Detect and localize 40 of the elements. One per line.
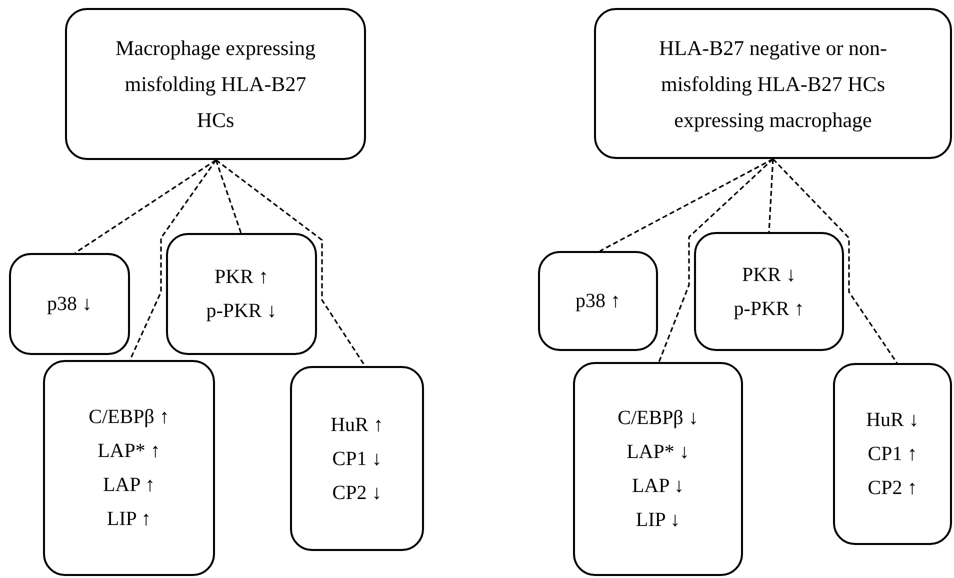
marker-change-label: p38 ↑ [576, 289, 620, 314]
dashed-connector [772, 158, 898, 364]
marker-change-label: LAP* ↑ [98, 439, 160, 464]
dashed-connector [216, 159, 366, 366]
marker-change-label: p-PKR ↑ [734, 296, 804, 322]
marker-box [9, 253, 130, 355]
cell-type-box [65, 8, 366, 160]
cell-type-label: HLA-B27 negative or non-misfolding HLA-B27 HCs expressing macrophage [658, 34, 888, 134]
cell-type-label: Macrophage expressing misfolding HLA-B27 HCs [114, 35, 316, 134]
marker-box [166, 233, 317, 355]
marker-change-label: CP1 ↓ [332, 446, 382, 472]
cell-type-box [594, 8, 952, 159]
marker-change-label: LAP ↓ [632, 474, 684, 499]
marker-change-label: p-PKR ↓ [206, 299, 277, 324]
dashed-connector [768, 158, 774, 232]
dashed-connector [74, 159, 216, 254]
marker-change-label: HuR ↑ [330, 412, 384, 438]
marker-change-label: CP2 ↑ [868, 476, 918, 501]
marker-change-label: p38 ↓ [47, 292, 92, 317]
marker-box [538, 251, 658, 351]
marker-change-label: C/EBPβ ↓ [618, 406, 698, 431]
marker-box [290, 366, 424, 551]
marker-box [573, 362, 743, 576]
dashed-connector [129, 160, 217, 360]
marker-change-label: CP1 ↑ [868, 442, 918, 467]
marker-change-label: PKR ↓ [742, 262, 796, 288]
dashed-connector [600, 158, 774, 252]
dashed-connector [215, 160, 242, 234]
marker-change-label: LAP* ↓ [626, 440, 690, 465]
marker-box [833, 363, 952, 545]
marker-change-label: LIP ↓ [636, 508, 680, 533]
marker-change-label: C/EBPβ ↑ [88, 405, 170, 430]
marker-box [694, 232, 844, 351]
marker-change-label: PKR ↑ [214, 265, 268, 290]
marker-change-label: LAP ↑ [102, 473, 156, 498]
marker-change-label: LIP ↑ [106, 507, 152, 532]
marker-change-label: CP2 ↓ [332, 480, 382, 506]
marker-box [43, 360, 215, 576]
dashed-connector [658, 158, 774, 362]
marker-change-label: HuR ↓ [866, 408, 919, 433]
